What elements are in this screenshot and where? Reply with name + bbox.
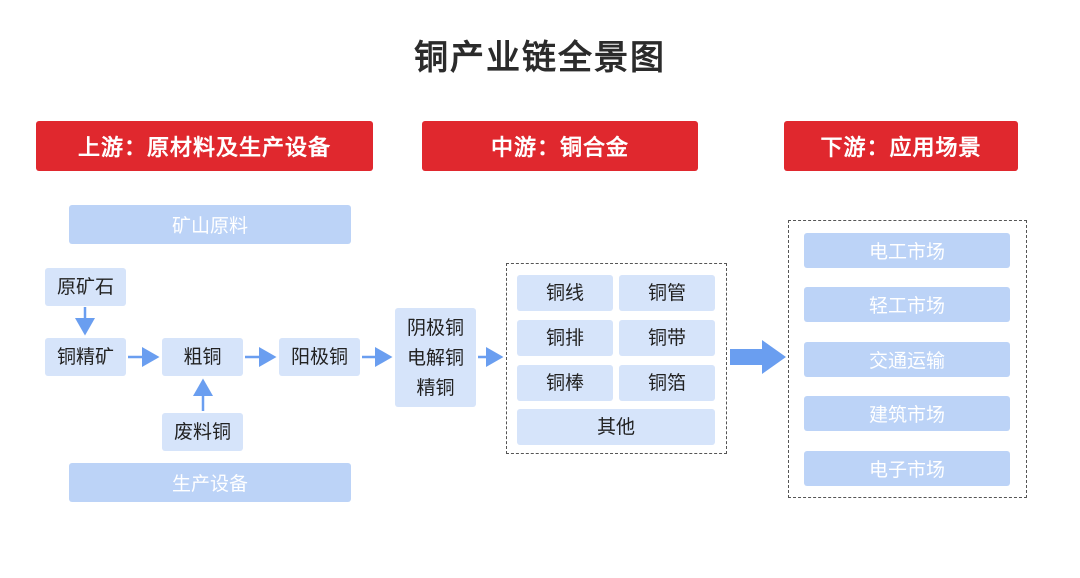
alloy-copper-rod: 铜棒: [517, 365, 613, 401]
arrow-midstream-to-downstream: [730, 340, 786, 374]
copper-concentrate-box: 铜精矿: [45, 338, 126, 376]
market-construction: 建筑市场: [804, 396, 1010, 431]
refined-copper-label-refined: 精铜: [416, 376, 455, 399]
application-markets-group: [788, 220, 1027, 498]
production-equipment-band: 生产设备: [69, 463, 351, 502]
alloy-copper-busbar: 铜排: [517, 320, 613, 356]
market-light-industry: 轻工市场: [804, 287, 1010, 322]
refined-copper-box: 阴极铜 电解铜 精铜: [395, 308, 476, 407]
refined-copper-label-cathode: 阴极铜: [406, 316, 464, 339]
raw-ore-box: 原矿石: [45, 268, 126, 306]
market-electronics: 电子市场: [804, 451, 1010, 486]
upstream-header: 上游：原材料及生产设备: [36, 121, 373, 171]
alloy-copper-wire: 铜线: [517, 275, 613, 311]
alloy-copper-tube: 铜管: [619, 275, 715, 311]
refined-copper-label-electrolytic: 电解铜: [406, 346, 464, 369]
scrap-copper-box: 废料铜: [162, 413, 243, 451]
page-title: 铜产业链全景图: [414, 38, 666, 78]
blister-copper-box: 粗铜: [162, 338, 243, 376]
anode-copper-box: 阳极铜: [279, 338, 360, 376]
market-electrical: 电工市场: [804, 233, 1010, 268]
mining-raw-material-band: 矿山原料: [69, 205, 351, 244]
alloy-other: 其他: [517, 409, 715, 445]
alloy-copper-strip: 铜带: [619, 320, 715, 356]
copper-alloy-group: [506, 263, 727, 454]
market-transportation: 交通运输: [804, 342, 1010, 377]
downstream-header: 下游：应用场景: [784, 121, 1018, 171]
alloy-copper-foil: 铜箔: [619, 365, 715, 401]
midstream-header: 中游：铜合金: [422, 121, 698, 171]
